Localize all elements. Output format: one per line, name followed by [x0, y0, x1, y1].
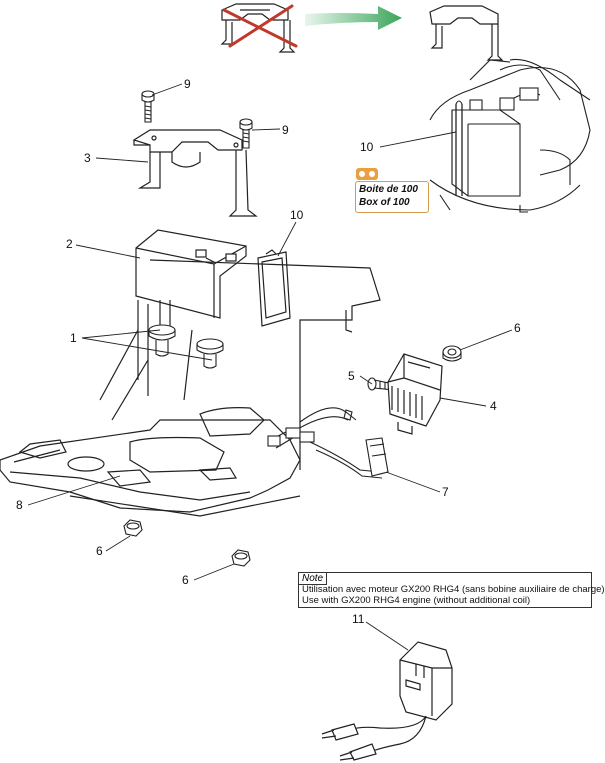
- cross-icon: [222, 4, 298, 48]
- callout-5: 5: [348, 369, 355, 383]
- note-tag: Note: [298, 572, 328, 585]
- callout-10-inset: 10: [360, 140, 374, 154]
- callout-6-bottom: 6: [182, 573, 189, 587]
- grommet-1b: [196, 338, 224, 369]
- pack-label-en: Box of 100: [359, 197, 410, 208]
- screw-9a: [141, 90, 155, 123]
- callout-8: 8: [16, 498, 23, 512]
- nut-6a: [442, 345, 462, 362]
- callouts: 9 9 3 10 10 2 1 6 5 4 7 8 6 6 11: [16, 77, 521, 626]
- charger-11: [321, 641, 453, 761]
- nut-6b: [123, 519, 143, 537]
- harness-7: [267, 407, 389, 479]
- tray-8: [0, 259, 381, 517]
- battery-strap-inset: [429, 58, 591, 213]
- callout-6-right: 6: [514, 321, 521, 335]
- callout-3: 3: [84, 151, 91, 165]
- callout-7: 7: [442, 485, 449, 499]
- callout-6-bottom-left: 6: [96, 544, 103, 558]
- nut-6c: [231, 549, 251, 567]
- regulator-4: [387, 353, 443, 435]
- screw-9b: [239, 118, 253, 149]
- strap-10: [257, 249, 291, 327]
- pack-box-icon: [356, 168, 378, 180]
- pack-quantity-label: Boite de 100 Box of 100: [355, 181, 429, 213]
- callout-2: 2: [66, 237, 73, 251]
- callout-11: 11: [352, 612, 365, 626]
- callout-10: 10: [290, 208, 304, 222]
- callout-9a: 9: [184, 77, 191, 91]
- pack-label-fr: Boite de 100: [359, 184, 418, 195]
- grommet-1a: [148, 324, 176, 357]
- callout-9b: 9: [282, 123, 289, 137]
- battery-2: [135, 229, 247, 319]
- bracket-3: [132, 129, 258, 217]
- callout-4: 4: [490, 399, 497, 413]
- new-bracket-top: [429, 5, 504, 61]
- arrow-right-icon: [305, 6, 402, 30]
- leader-lines: [27, 83, 513, 651]
- note-box: Note Utilisation avec moteur GX200 RHG4 …: [298, 572, 605, 608]
- note-line-en: Use with GX200 RHG4 engine (without addi…: [302, 595, 531, 606]
- note-line-fr: Utilisation avec moteur GX200 RHG4 (sans…: [302, 584, 605, 595]
- callout-1: 1: [70, 331, 77, 345]
